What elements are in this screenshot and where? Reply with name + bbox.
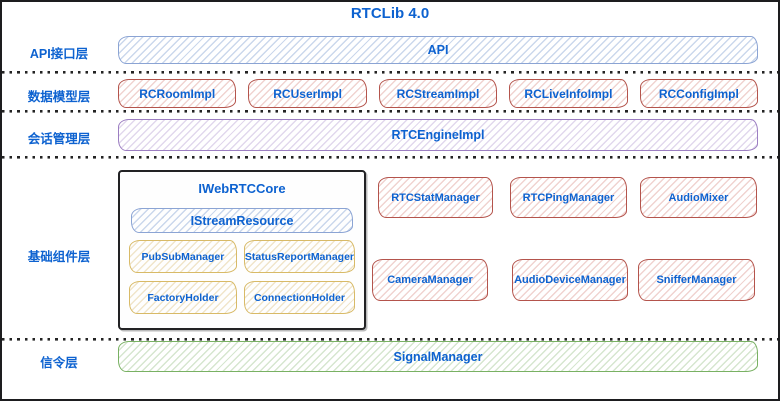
box-api: API: [118, 36, 758, 64]
layer-label-signal: 信令层: [40, 356, 78, 370]
box-connectionholder: ConnectionHolder: [243, 281, 355, 314]
box-audiomixer: AudioMixer: [640, 177, 757, 218]
iwebrtccore-grid: PubSubManager StatusReportManager Factor…: [129, 240, 355, 314]
layer-separator: [2, 71, 778, 74]
box-istreamresource: IStreamResource: [131, 208, 353, 233]
box-factoryholder: FactoryHolder: [129, 281, 237, 314]
box-rcliveinfoimpl: RCLiveInfoImpl: [509, 79, 628, 108]
box-iwebrtccore: IWebRTCCore IStreamResource PubSubManage…: [118, 170, 366, 330]
box-rcuserimpl: RCUserImpl: [248, 79, 367, 108]
layer-separator: [2, 338, 778, 341]
box-rtcstatmanager: RTCStatManager: [378, 177, 493, 218]
box-signalmanager: SignalManager: [118, 341, 758, 372]
box-rcroomimpl: RCRoomImpl: [118, 79, 237, 108]
layer-separator: [2, 156, 778, 159]
box-rtcpingmanager: RTCPingManager: [510, 177, 627, 218]
model-boxes-row: RCRoomImpl RCUserImpl RCStreamImpl RCLiv…: [118, 79, 759, 108]
iwebrtccore-title: IWebRTCCore: [198, 181, 286, 196]
layer-separator: [2, 110, 778, 113]
layer-label-api: API接口层: [29, 47, 89, 61]
box-sniffermanager: SnifferManager: [638, 259, 755, 301]
diagram-title: RTCLib 4.0: [350, 5, 430, 22]
box-cameramanager: CameraManager: [372, 259, 488, 301]
layer-label-base: 基础组件层: [27, 250, 91, 264]
box-rcconfigimpl: RCConfigImpl: [639, 79, 759, 108]
box-audiodevicemanager: AudioDeviceManager: [512, 259, 628, 301]
layer-label-model: 数据模型层: [27, 90, 91, 104]
box-pubsubmanager: PubSubManager: [129, 240, 237, 273]
box-rtcengineimpl: RTCEngineImpl: [118, 119, 758, 151]
box-rcstreamimpl: RCStreamImpl: [378, 79, 498, 108]
box-statusreportmanager: StatusReportManager: [243, 240, 355, 273]
layer-label-session: 会话管理层: [27, 132, 91, 146]
